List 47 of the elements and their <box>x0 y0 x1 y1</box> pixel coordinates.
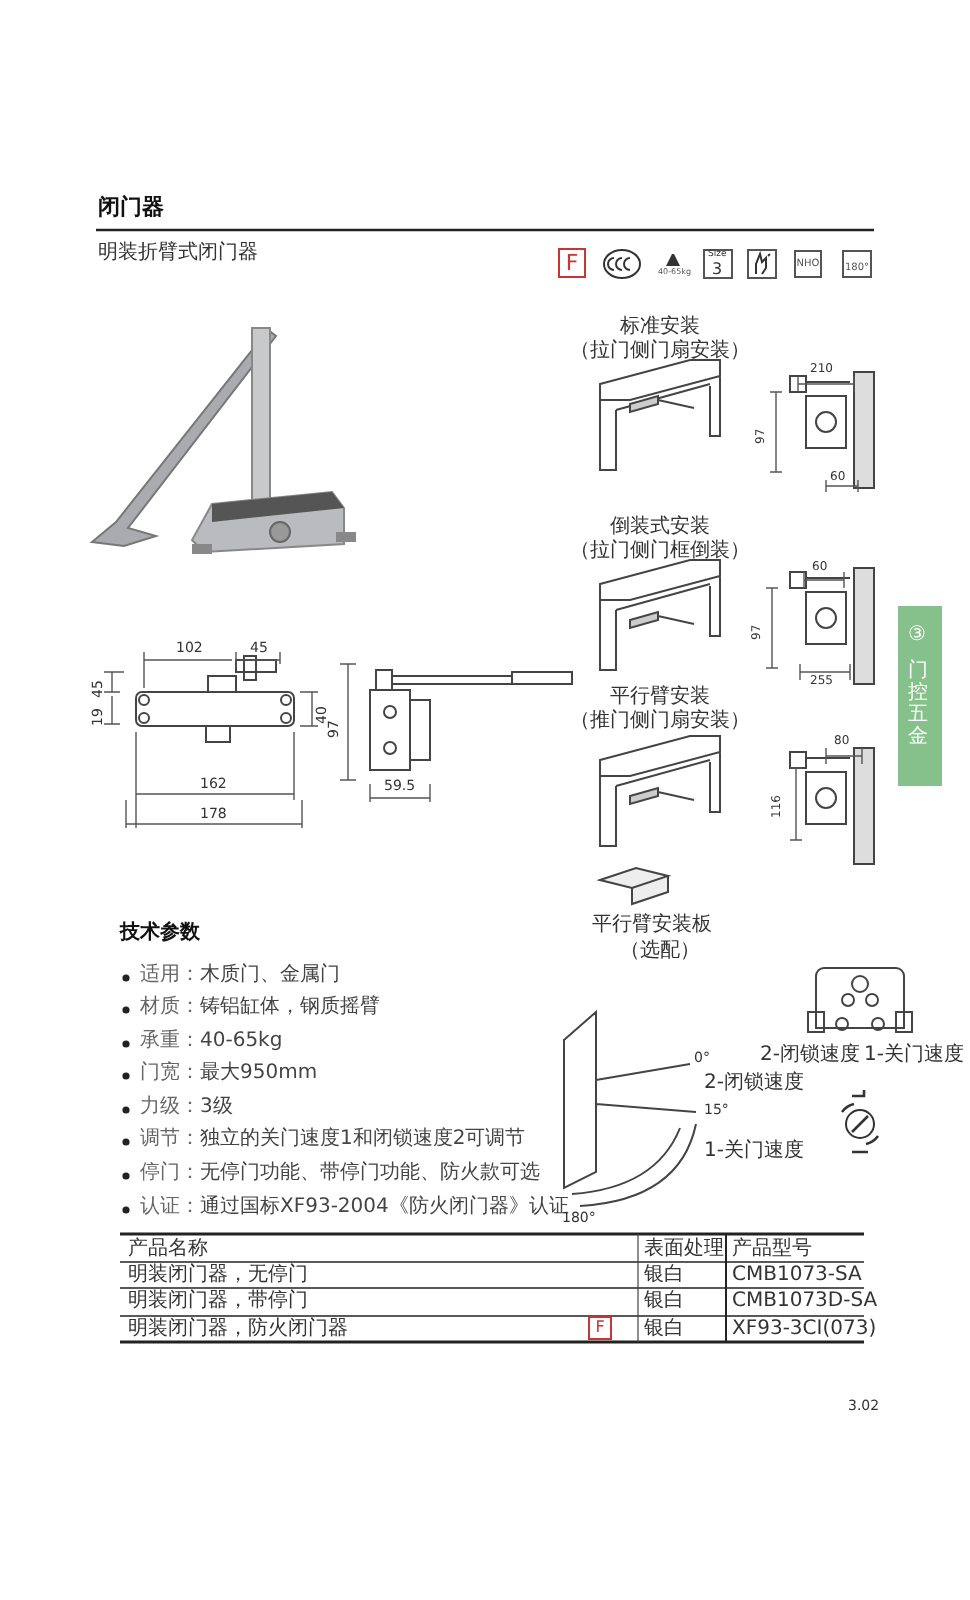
tab-number: ③ <box>908 624 926 647</box>
spec-label: 适用： <box>140 964 200 987</box>
speed-label: 1-关门速度 <box>864 1044 964 1067</box>
subtitle: 明装折臂式闭门器 <box>98 242 258 265</box>
table-header: 表面处理 <box>644 1238 724 1261</box>
page-title: 闭门器 <box>98 196 164 222</box>
table-cell: 明装闭门器，防火闭门器 <box>128 1318 348 1341</box>
spec-value: 木质门、金属门 <box>200 964 340 987</box>
spec-label: 承重： <box>140 1030 200 1053</box>
spec-value: 40-65kg <box>200 1030 283 1053</box>
caption: 平行臂安装板 <box>592 914 712 937</box>
table-cell: CMB1073-SA <box>732 1264 862 1287</box>
table-cell: XF93-3CI(073) <box>732 1318 877 1341</box>
caption: （推门侧门扇安装） <box>570 710 750 733</box>
table-cell: 明装闭门器，带停门 <box>128 1290 308 1313</box>
caption: 标准安装 <box>620 316 700 339</box>
fire-rating-badge: F <box>588 1316 612 1340</box>
speed-label: 2-闭锁速度 <box>760 1044 860 1067</box>
spec-value: 独立的关门速度1和闭锁速度2可调节 <box>200 1128 526 1151</box>
speed-label: 2-闭锁速度 <box>704 1072 804 1095</box>
table-cell: 银白 <box>644 1264 684 1287</box>
caption: 倒装式安装 <box>610 516 710 539</box>
tab-label: 门控五金 <box>908 660 928 748</box>
caption: （拉门侧门框倒装） <box>570 540 750 563</box>
caption: 平行臂安装 <box>610 686 710 709</box>
table-cell: 银白 <box>644 1290 684 1313</box>
spec-value: 3级 <box>200 1096 233 1119</box>
speed-label: 1-关门速度 <box>704 1140 804 1163</box>
spec-value: 无停门功能、带停门功能、防火款可选 <box>200 1162 540 1185</box>
fire-rating-badge: F <box>558 248 586 278</box>
spec-value: 铸铝缸体，钢质摇臂 <box>200 996 380 1019</box>
caption: （拉门侧门扇安装） <box>570 340 750 363</box>
table-header: 产品名称 <box>128 1238 208 1261</box>
spec-label: 停门： <box>140 1162 200 1185</box>
caption: （选配） <box>620 940 700 963</box>
table-cell: 明装闭门器，无停门 <box>128 1264 308 1287</box>
table-cell: CMB1073D-SA <box>732 1290 878 1313</box>
spec-label: 认证： <box>140 1196 200 1219</box>
spec-label: 力级： <box>140 1096 200 1119</box>
size-rating-number: 3 <box>712 260 723 279</box>
spec-label: 材质： <box>140 996 200 1019</box>
spec-value: 最大950mm <box>200 1062 318 1085</box>
spec-label: 调节： <box>140 1128 200 1151</box>
section-heading: 技术参数 <box>120 922 200 945</box>
spec-label: 门宽： <box>140 1062 200 1085</box>
table-header: 产品型号 <box>732 1238 812 1261</box>
table-cell: 银白 <box>644 1318 684 1341</box>
